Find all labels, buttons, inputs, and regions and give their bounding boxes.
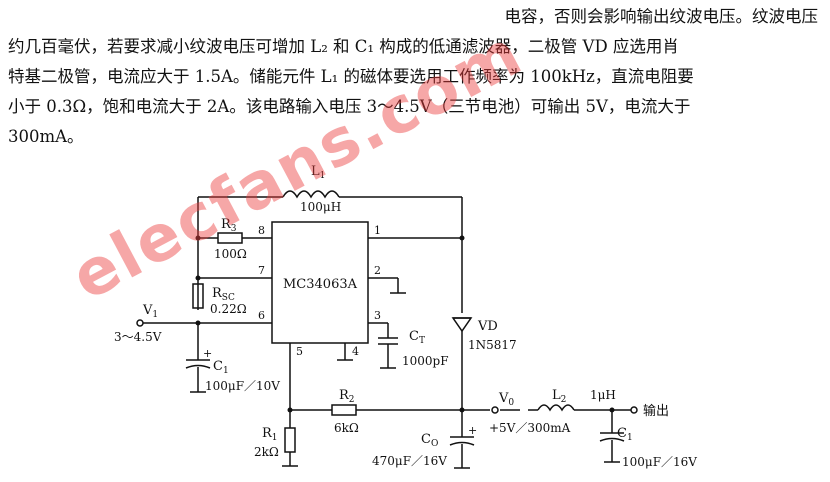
v0-label: V0 (498, 391, 514, 408)
text-line-4: 小于 0.3Ω，饱和电流大于 2A。该电路输入电压 3～4.5V（三节电池）可输… (8, 97, 691, 116)
ct-label: CT (409, 329, 425, 346)
body-paragraph: 电容，否则会影响输出纹波电压。纹波电压 约几百毫伏，若要求减小纹波电压可增加 L… (8, 2, 824, 152)
r2-label: R2 (339, 388, 355, 405)
rsc-label: RSC (212, 286, 235, 303)
l2-value: 1μH (590, 388, 616, 402)
ic-pin-8: 8 (258, 224, 265, 237)
r3-value: 100Ω (214, 247, 247, 261)
text-line-1: 电容，否则会影响输出纹波电压。纹波电压 (504, 7, 819, 26)
l1-value: 100μH (300, 200, 341, 214)
ic-part-number: MC34063A (283, 277, 358, 292)
ct-value: 1000pF (402, 354, 449, 368)
vd-value: 1N5817 (468, 338, 517, 352)
l1-label: L1 (311, 164, 325, 181)
co-label: CO (421, 432, 438, 449)
r2-value: 6kΩ (334, 421, 359, 435)
ic-pin-7: 7 (258, 264, 265, 277)
v1-label: V1 (142, 303, 158, 320)
output-label: 输出 (643, 403, 669, 419)
l2-label: L2 (552, 388, 566, 405)
text-line-5: 300mA。 (8, 127, 84, 146)
text-line-3: 特基二极管，电流应大于 1.5A。储能元件 L₁ 的磁体要选用工作频率为 100… (8, 67, 694, 86)
co-plus: + (468, 424, 477, 437)
ic-pin-5: 5 (296, 345, 303, 358)
ic-pin-2: 2 (374, 264, 381, 277)
c1-out-value: 100μF／16V (622, 455, 697, 469)
c1-label: C1 (213, 359, 229, 376)
vd-label: VD (477, 319, 498, 334)
c1-out-label: C1 (617, 426, 633, 443)
r1-label: R1 (262, 426, 278, 443)
c1-plus: + (203, 347, 212, 360)
co-value: 470μF／16V (372, 454, 447, 468)
c1-value: 100μF／10V (205, 379, 280, 393)
ic-pin-4: 4 (352, 345, 359, 358)
ic-pin-3: 3 (374, 309, 381, 322)
v0-value: +5V／300mA (489, 421, 571, 435)
r1-value: 2kΩ (254, 445, 279, 459)
ic-pin-6: 6 (258, 309, 265, 322)
rsc-value: 0.22Ω (210, 302, 247, 316)
text-line-2: 约几百毫伏，若要求减小纹波电压可增加 L₂ 和 C₁ 构成的低通滤波器，二极管 … (8, 37, 679, 56)
r3-label: R3 (221, 217, 237, 234)
v1-value: 3～4.5V (114, 330, 162, 344)
ic-pin-1: 1 (374, 224, 381, 237)
